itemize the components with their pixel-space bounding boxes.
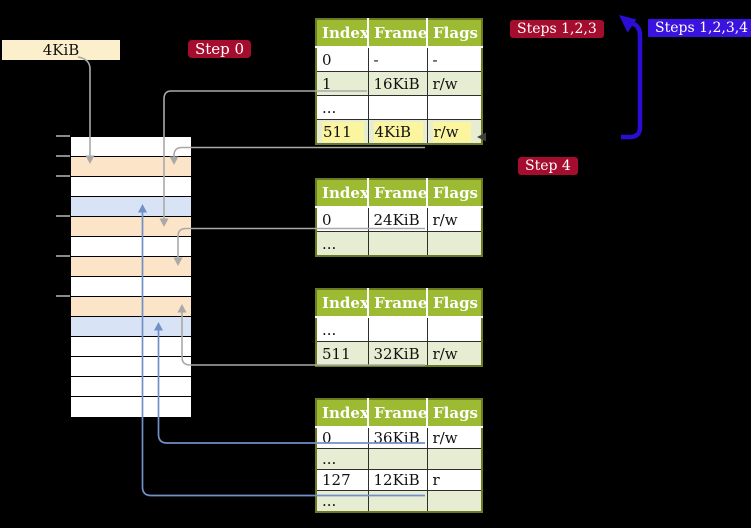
memory-frame-orange	[71, 217, 191, 237]
frame-size-label-box: 4KiB	[2, 40, 120, 60]
badge-steps-1-2-3: Steps 1,2,3	[510, 20, 604, 38]
badge-step-4: Step 4	[518, 157, 578, 175]
memory-ticks	[56, 135, 70, 297]
memory-frame-white	[71, 237, 191, 257]
table-cell	[426, 448, 483, 470]
table-header-row: Index Frame Flags	[316, 179, 482, 207]
table-cell	[367, 490, 428, 513]
table-row: 511 4KiB r/w	[315, 119, 483, 145]
table-cell: ...	[315, 490, 369, 513]
table-cell: 32KiB	[367, 341, 428, 367]
memory-frame-blue	[71, 317, 191, 337]
badge-steps-1-2-3-4: Steps 1,2,3,4	[648, 19, 751, 37]
memory-frame-orange	[71, 297, 191, 317]
table-cell: 0	[315, 206, 369, 232]
table-cell: r/w	[426, 206, 483, 232]
badge-step-0: Step 0	[188, 40, 252, 58]
table-cell: r/w	[426, 71, 483, 96]
table-cell: -	[426, 46, 483, 72]
column-header-frame: Frame	[368, 19, 428, 47]
memory-frame-white	[71, 277, 191, 297]
table-cell: r	[426, 469, 483, 491]
table-row: ...	[315, 231, 483, 257]
table-header-row: Index Frame Flags	[316, 19, 482, 47]
table-row: ...	[315, 316, 483, 342]
table-header-row: Index Frame Flags	[316, 289, 482, 317]
table-cell	[367, 448, 428, 470]
column-header-frame: Frame	[368, 399, 428, 427]
column-header-frame: Frame	[368, 179, 428, 207]
loop-arrow-shaft	[621, 21, 643, 140]
table-cell: ...	[315, 448, 369, 470]
table-cell: 4KiB	[367, 119, 428, 145]
frame-size-label: 4KiB	[42, 41, 80, 59]
table-cell	[367, 231, 428, 257]
highlighted-cell-value: 511	[322, 121, 364, 142]
highlighted-cell-value: 4KiB	[373, 121, 424, 142]
column-header-flags: Flags	[427, 399, 482, 427]
table-cell: 511	[315, 341, 369, 367]
table-cell	[426, 95, 483, 120]
physical-memory-stripe	[70, 136, 192, 418]
table-cell	[426, 231, 483, 257]
table-cell	[367, 95, 428, 120]
column-header-index: Index	[316, 179, 369, 207]
column-header-index: Index	[316, 19, 369, 47]
table-row: ...	[315, 448, 483, 470]
memory-frame-orange	[71, 257, 191, 277]
column-header-index: Index	[316, 289, 369, 317]
memory-frame-white	[71, 137, 191, 157]
column-header-index: Index	[316, 399, 369, 427]
memory-frame-orange	[71, 157, 191, 177]
memory-frame-white	[71, 397, 191, 417]
table-cell: ...	[315, 231, 369, 257]
arrow-up-left-icon	[619, 15, 637, 33]
table-cell: 12KiB	[367, 469, 428, 491]
table-cell: 511	[315, 119, 369, 145]
memory-frame-white	[71, 357, 191, 377]
table-cell: -	[367, 46, 428, 72]
column-header-flags: Flags	[427, 289, 482, 317]
table-cell	[367, 316, 428, 342]
table1-entry511-arrow	[173, 146, 425, 157]
column-header-flags: Flags	[427, 179, 482, 207]
table-cell	[426, 316, 483, 342]
table-cell: r/w	[426, 341, 483, 367]
memory-frame-white	[71, 377, 191, 397]
memory-frame-white	[71, 337, 191, 357]
table-cell: 0	[315, 46, 369, 72]
table-header-row: Index Frame Flags	[316, 399, 482, 427]
table-cell: 16KiB	[367, 71, 428, 96]
table-cell: 127	[315, 469, 369, 491]
column-header-flags: Flags	[427, 19, 482, 47]
highlighted-cell-value: r/w	[432, 121, 471, 142]
column-header-frame: Frame	[368, 289, 428, 317]
table-cell: 1	[315, 71, 369, 96]
memory-frame-white	[71, 177, 191, 197]
table-cell: r/w	[426, 426, 483, 449]
table-row: 0--	[315, 46, 483, 72]
table-cell: 0	[315, 426, 369, 449]
table-cell	[426, 490, 483, 513]
table-cell: ...	[315, 95, 369, 120]
table-cell: 36KiB	[367, 426, 428, 449]
table-row: ...	[315, 490, 483, 513]
table-cell: 24KiB	[367, 206, 428, 232]
table-row: ...	[315, 95, 483, 120]
table-cell: r/w	[426, 119, 483, 145]
memory-frame-blue	[71, 197, 191, 217]
table-cell: ...	[315, 316, 369, 342]
